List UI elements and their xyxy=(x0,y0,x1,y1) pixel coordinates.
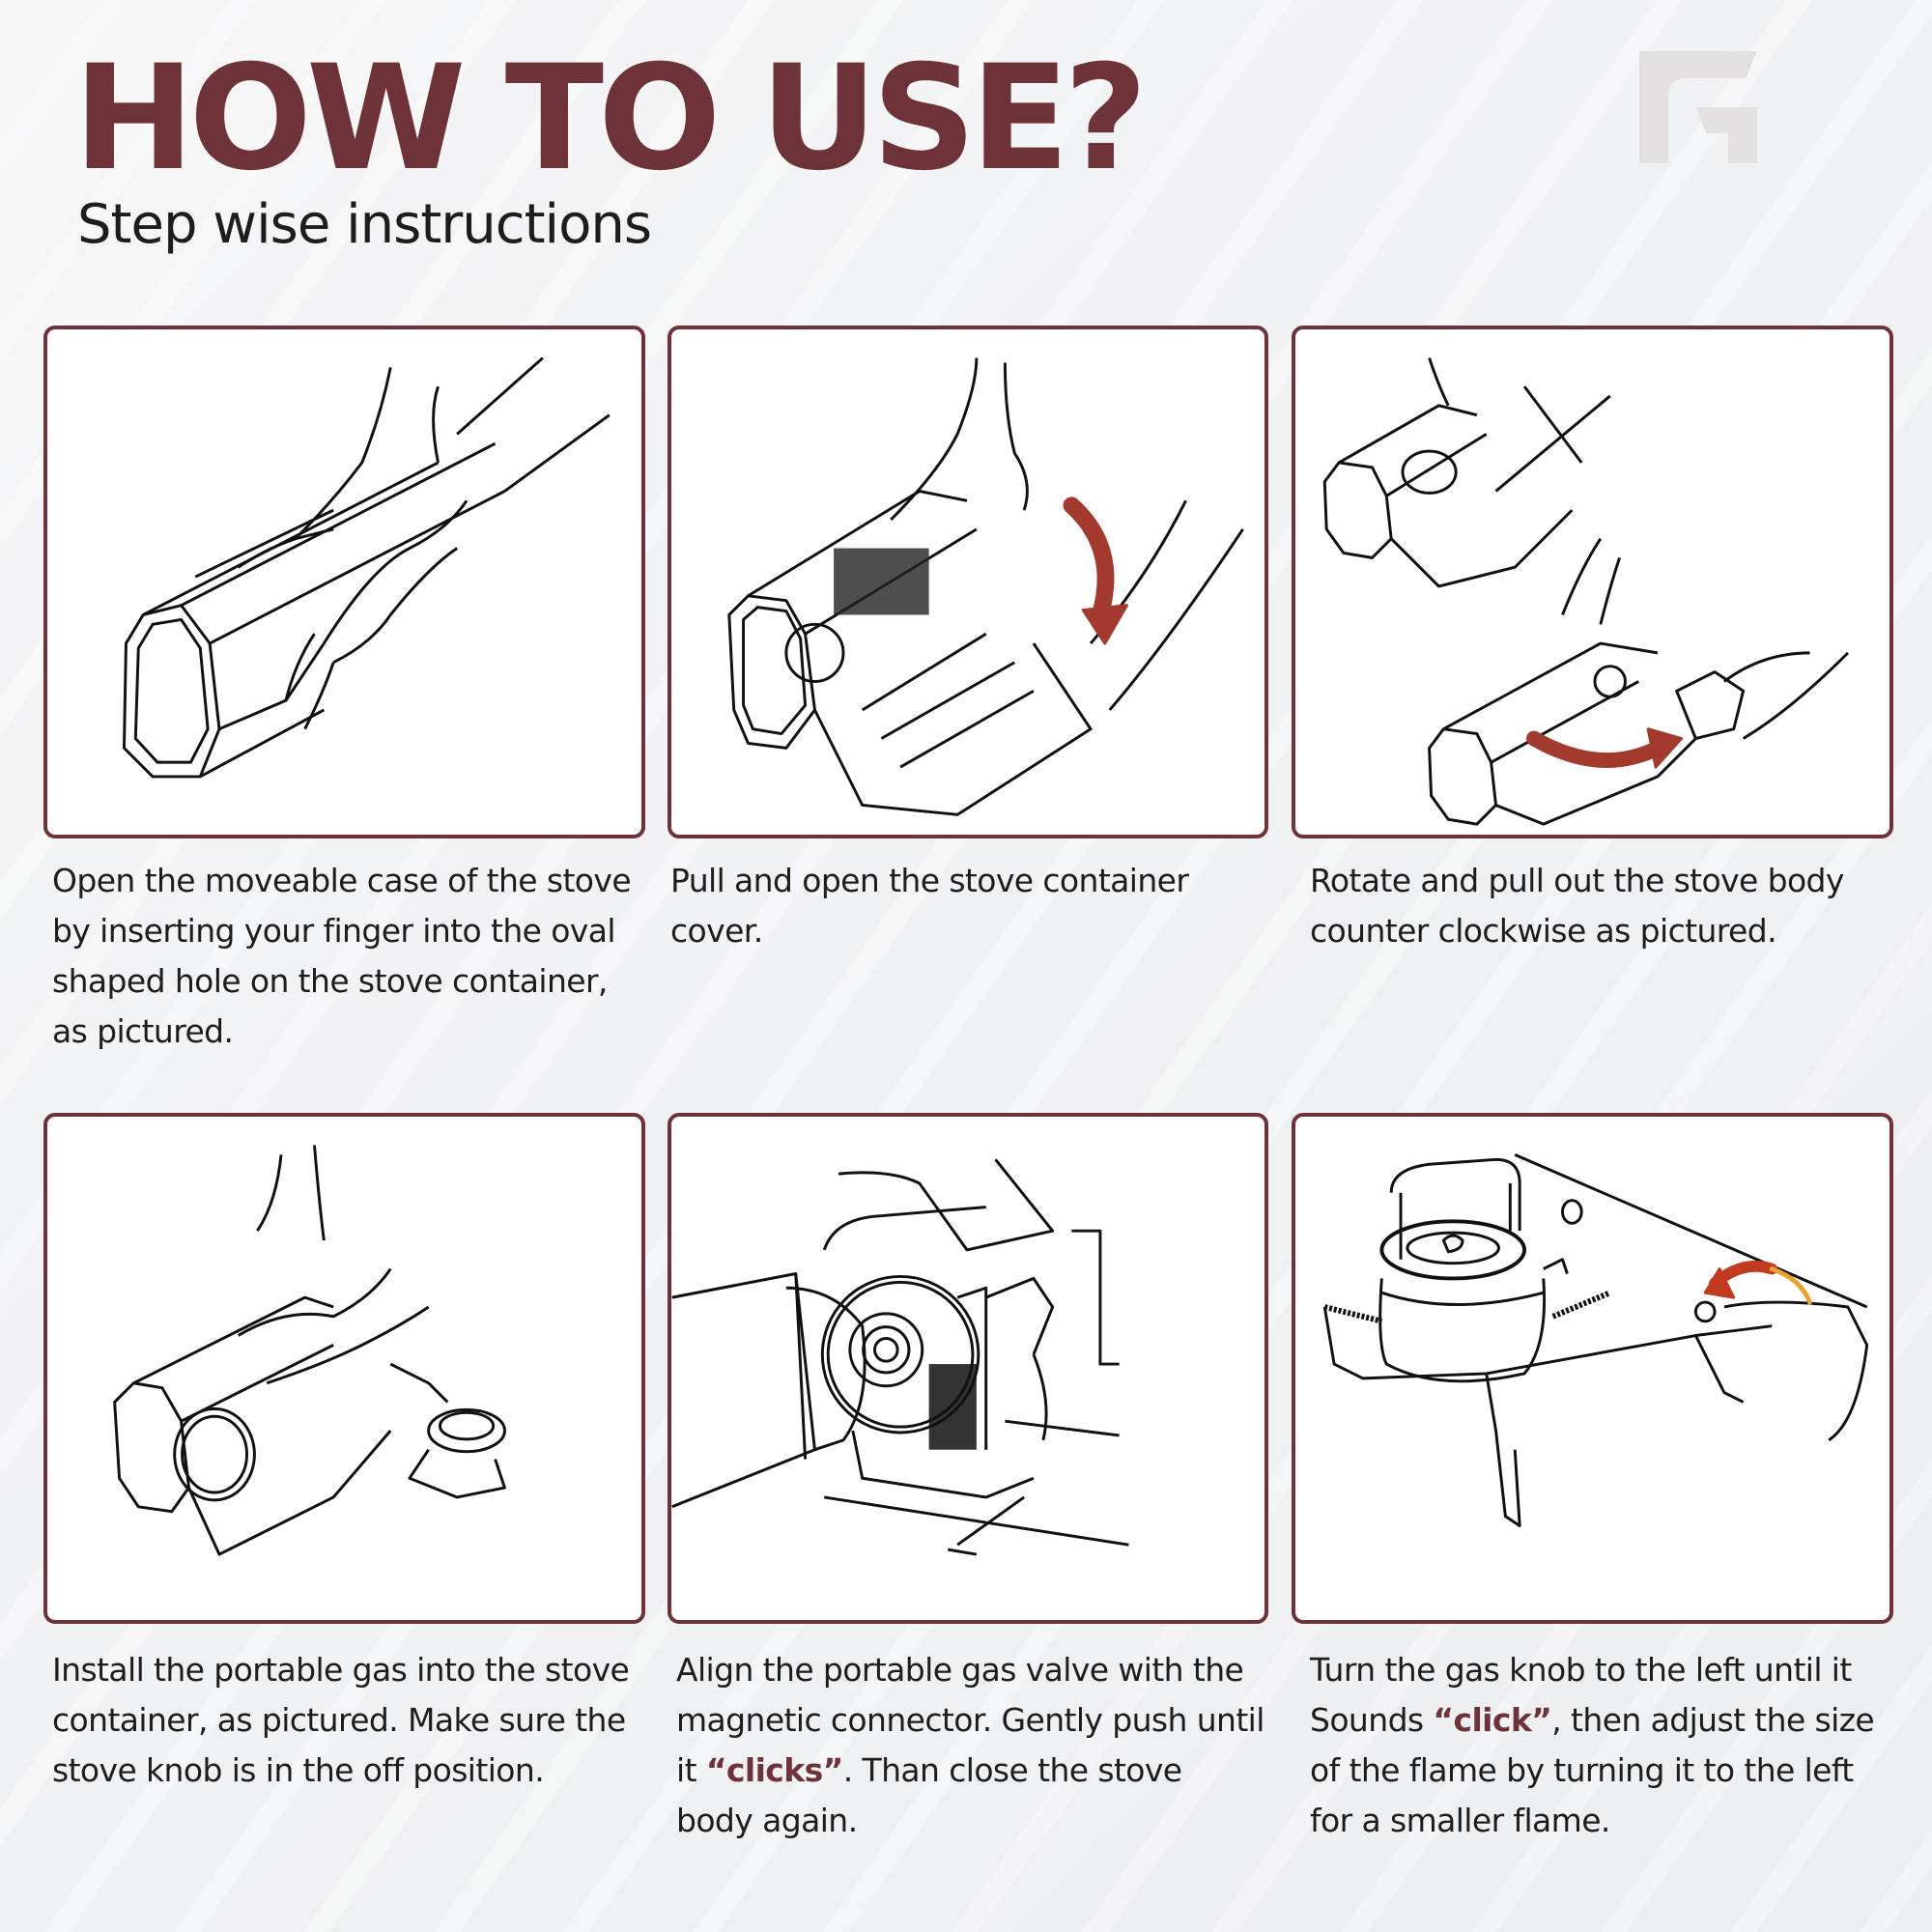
step-6-caption-highlight: “click” xyxy=(1433,1701,1552,1739)
rotate-body-illustration xyxy=(1322,357,1849,826)
page-title: HOW TO USE? xyxy=(73,35,1148,203)
step-5-caption-after: . Than close the stove body again. xyxy=(676,1751,1182,1839)
step-5-caption-highlight: “clicks” xyxy=(705,1751,844,1789)
step-5-caption-before: Align the portable gas valve with the ma… xyxy=(676,1651,1264,1789)
step-4-image xyxy=(43,1113,645,1624)
step-1-image xyxy=(43,326,645,838)
step-2-image xyxy=(668,326,1268,838)
step-5-caption: Align the portable gas valve with the ma… xyxy=(676,1645,1265,1846)
brand-logo-icon xyxy=(1639,51,1759,163)
page-subtitle: Step wise instructions xyxy=(77,193,652,256)
step-6-caption-after: , then adjust the size of the flame by t… xyxy=(1310,1701,1875,1839)
step-6-image xyxy=(1292,1113,1893,1624)
turn-knob-illustration xyxy=(1322,1153,1869,1527)
step-3-caption: Rotate and pull out the stove body count… xyxy=(1310,862,1844,950)
step-3-image xyxy=(1292,326,1893,838)
step-1-caption: Open the moveable case of the stove by i… xyxy=(52,862,632,1050)
step-6-caption: Turn the gas knob to the left until it S… xyxy=(1310,1645,1889,1846)
install-gas-illustration xyxy=(113,1145,506,1556)
step-2-caption: Pull and open the stove container cover. xyxy=(670,862,1189,950)
align-valve-illustration xyxy=(671,1158,1129,1556)
step-6-caption-before: Turn the gas knob to the left until it S… xyxy=(1310,1651,1852,1739)
step-5-image xyxy=(668,1113,1268,1624)
open-case-illustration xyxy=(123,356,611,779)
open-cover-illustration xyxy=(727,357,1244,816)
step-4-caption: Install the portable gas into the stove … xyxy=(52,1651,630,1789)
